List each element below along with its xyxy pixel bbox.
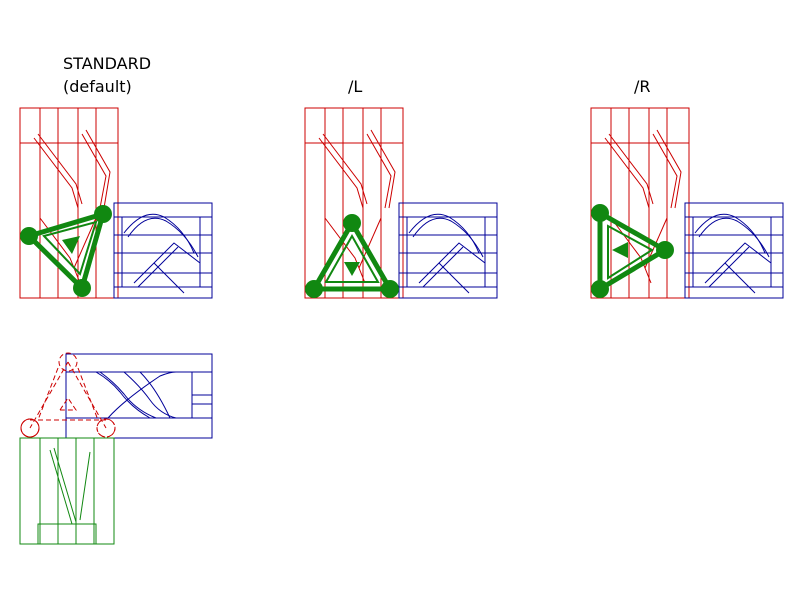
label-left-variant: /L: [348, 77, 363, 96]
horizontal-leg: [398, 202, 498, 299]
end-plate-plan-dashed: [20, 352, 116, 439]
horizontal-leg-plan: [65, 353, 213, 439]
variant-right: [590, 107, 784, 299]
end-plate-left: [305, 214, 399, 298]
label-right-variant: /R: [634, 77, 651, 96]
tube-ends-plan: [20, 418, 116, 438]
variant-standard-plan-view: [19, 352, 213, 545]
label-standard: STANDARD: [63, 54, 152, 73]
vertical-leg: [590, 107, 690, 299]
horizontal-leg: [684, 202, 784, 299]
end-plate-standard: [20, 205, 112, 297]
end-plate-right: [591, 204, 674, 298]
variant-standard: [19, 107, 213, 299]
variant-left: [304, 107, 498, 299]
vertical-leg: [19, 107, 119, 299]
vertical-leg-plan: [19, 437, 115, 545]
horizontal-leg: [113, 202, 213, 299]
label-standard-default: (default): [63, 77, 132, 96]
